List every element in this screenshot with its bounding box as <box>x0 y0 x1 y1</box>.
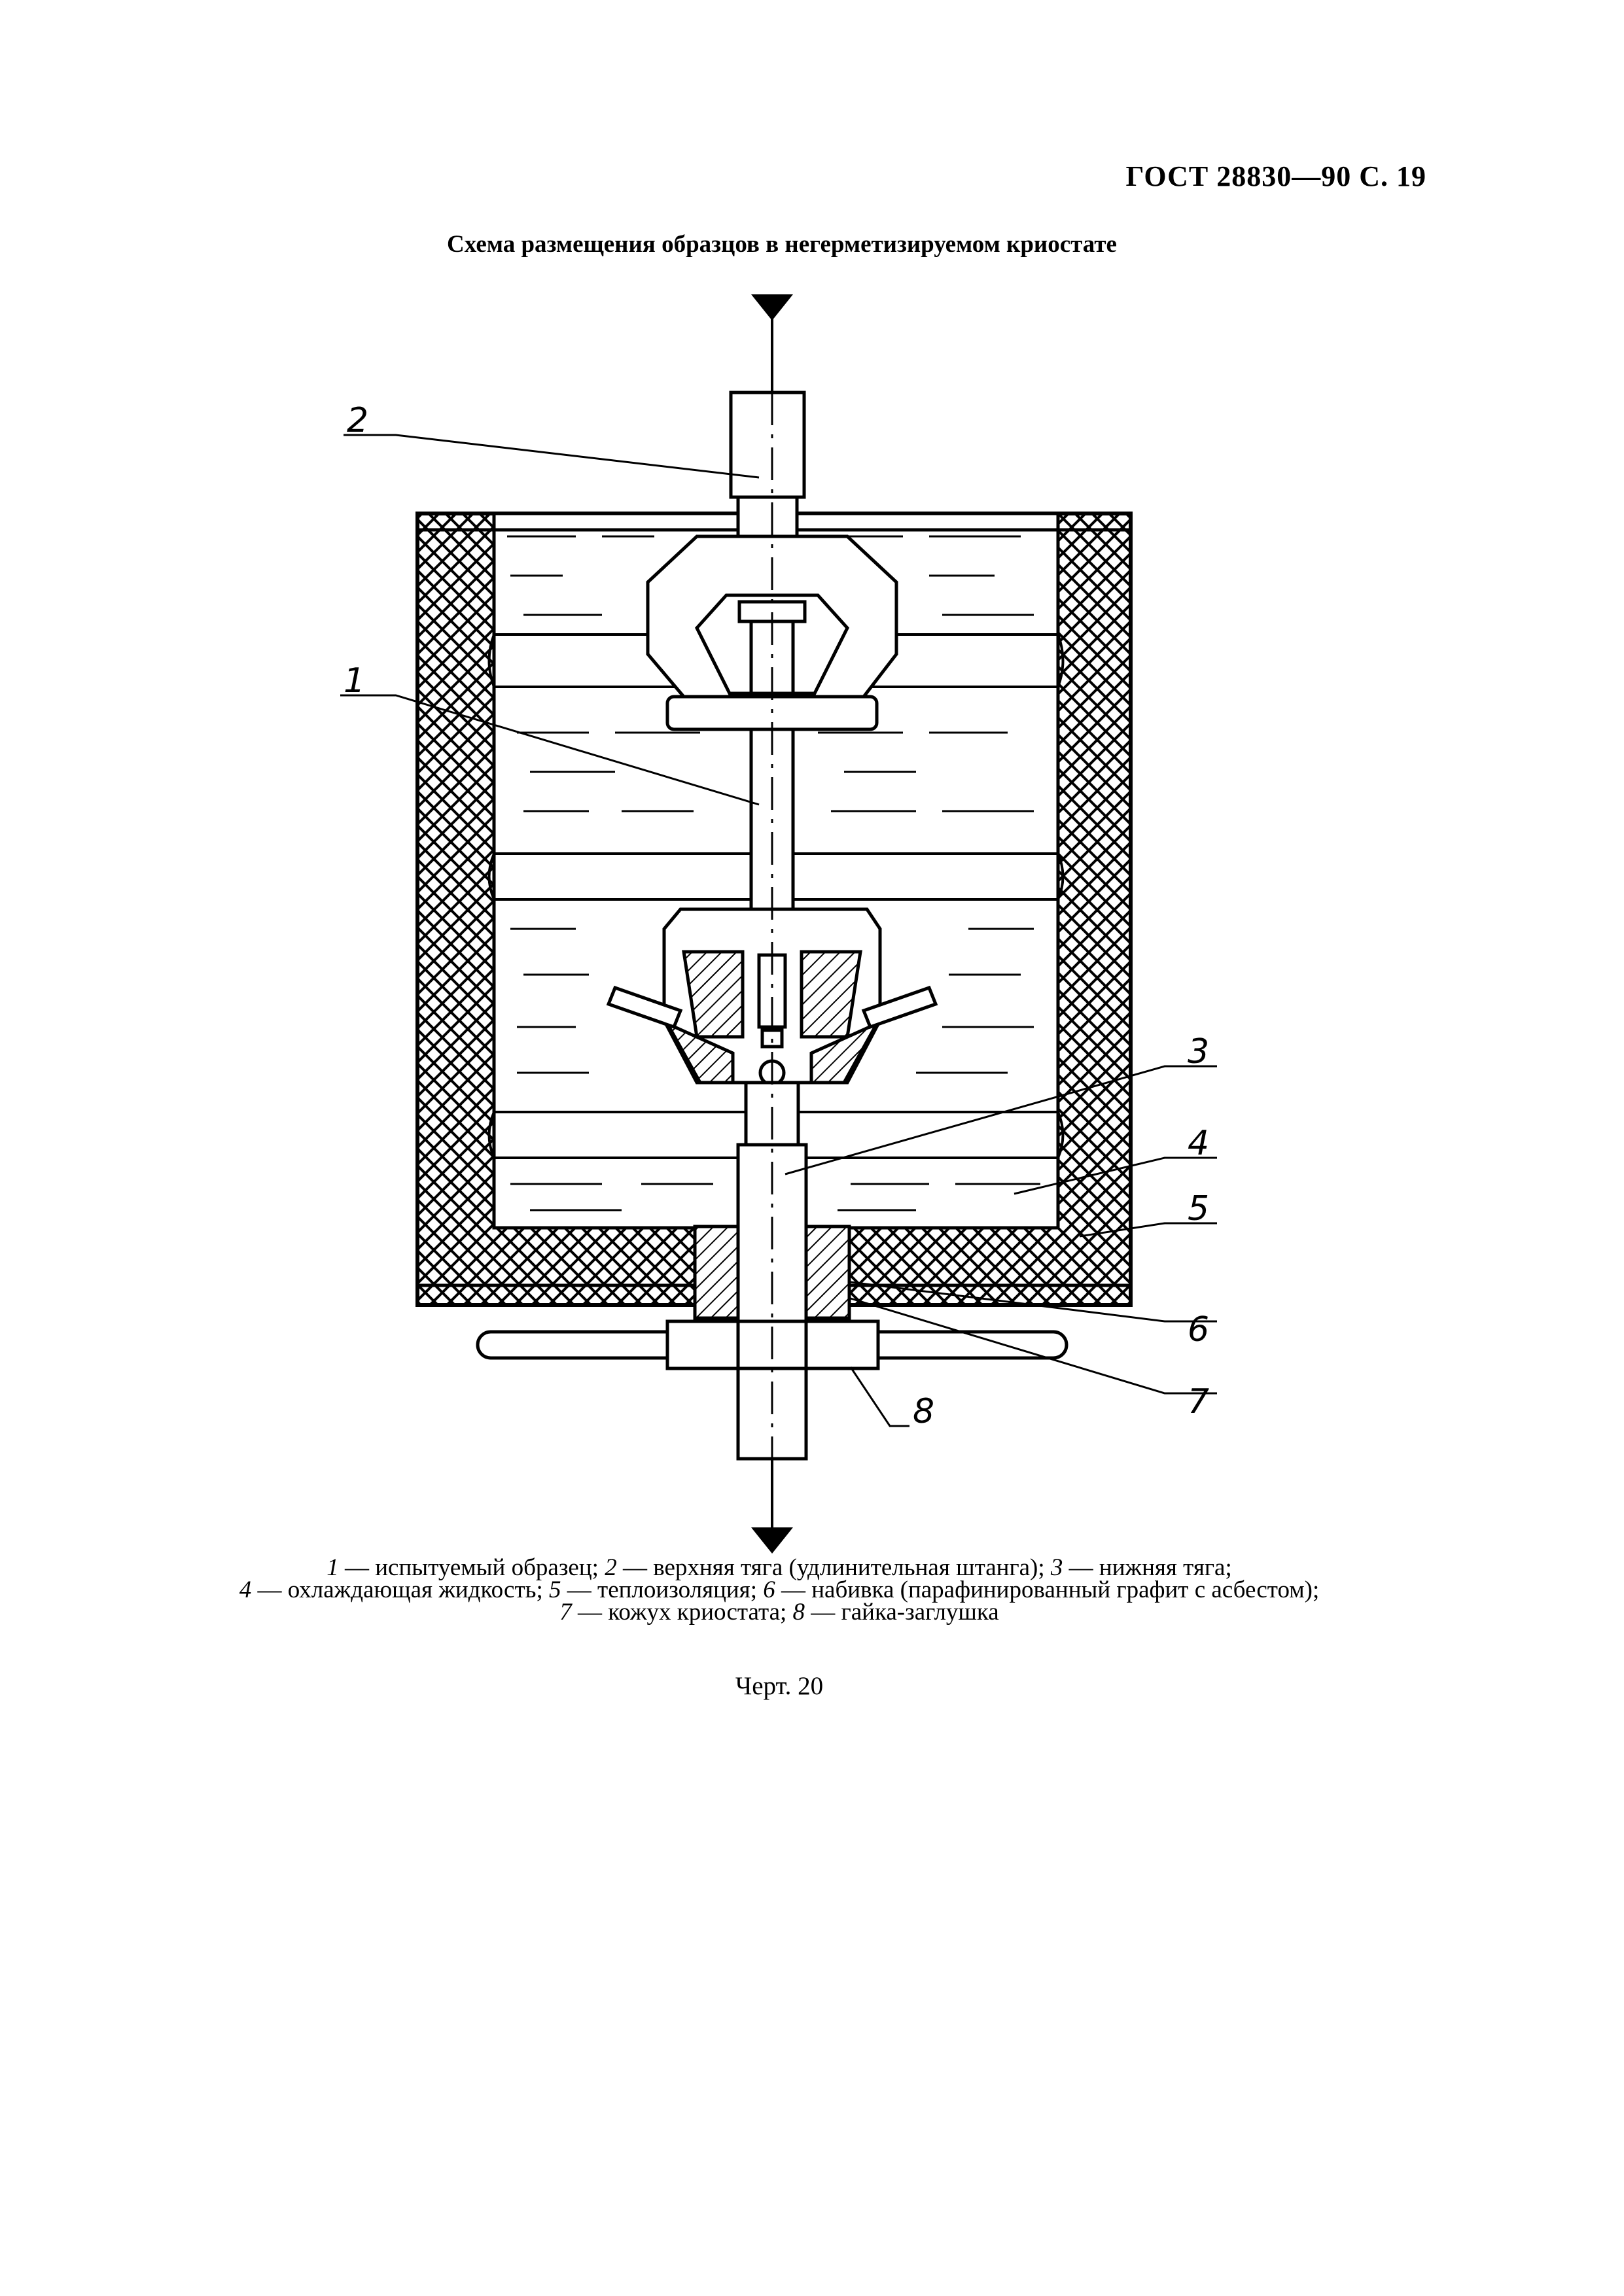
callout-4: 4 <box>1188 1124 1209 1163</box>
callout-5: 5 <box>1188 1189 1209 1228</box>
vessel-ribs <box>487 633 1065 1159</box>
callout-3: 3 <box>1188 1032 1209 1071</box>
upper-rod <box>729 391 806 538</box>
callout-8: 8 <box>913 1392 934 1431</box>
callout-2: 2 <box>347 401 368 440</box>
legend-line-2: 4 — охлаждающая жидкость; 5 — теплоизоля… <box>239 1576 1320 1603</box>
plug-nut <box>476 1319 1068 1370</box>
page-header: ГОСТ 28830—90 С. 19 <box>1125 160 1426 192</box>
packing-gland <box>693 1225 851 1320</box>
legend-line-3: 7 — кожух криостата; 8 — гайка-заглушка <box>559 1599 999 1626</box>
lower-grip <box>606 907 938 1087</box>
figure-caption: Черт. 20 <box>735 1672 824 1700</box>
leader-lines <box>340 434 1217 1427</box>
coolant-liquid <box>507 535 1040 1211</box>
callout-7: 7 <box>1188 1382 1209 1421</box>
callout-labels: 2 1 3 4 5 6 7 8 <box>344 401 1209 1431</box>
callout-6: 6 <box>1188 1310 1209 1349</box>
figure-title: Схема размещения образцов в негерметизир… <box>447 231 1117 258</box>
legend: 1 — испытуемый образец; 2 — верхняя тяга… <box>0 1554 1559 1626</box>
legend-line-1: 1 — испытуемый образец; 2 — верхняя тяга… <box>327 1554 1232 1581</box>
callout-1: 1 <box>344 661 365 701</box>
